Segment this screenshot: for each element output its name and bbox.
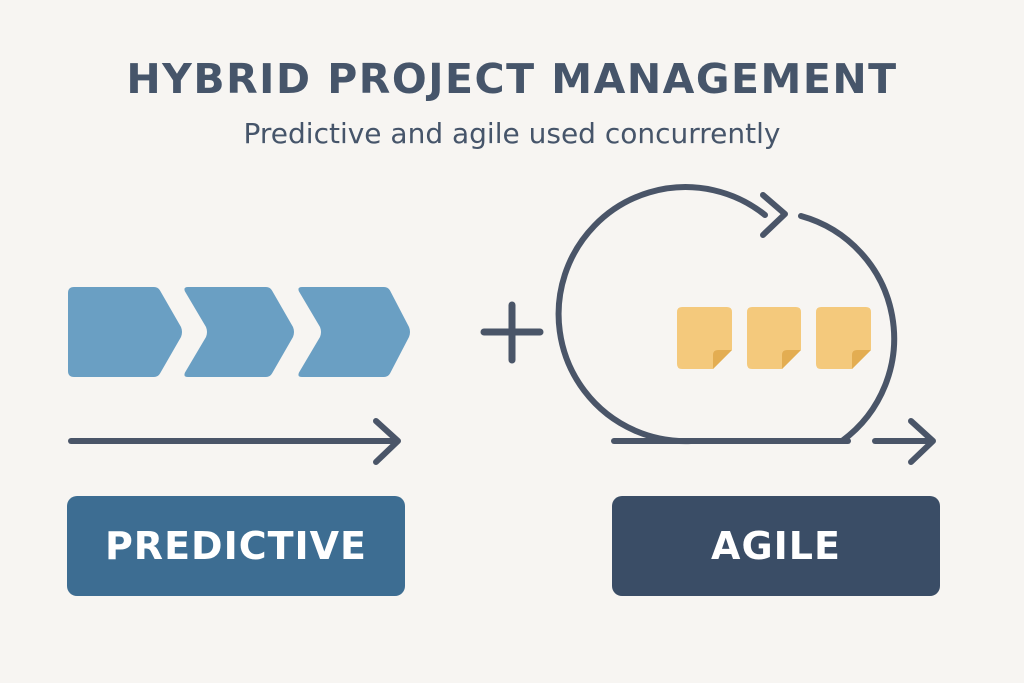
predictive-phase-1 — [68, 287, 182, 377]
agile-loop — [555, 184, 936, 465]
predictive-arrow — [68, 418, 401, 465]
page-subtitle: Predictive and agile used concurrently — [243, 117, 781, 150]
predictive-label-box: PREDICTIVE — [67, 496, 405, 596]
agile-card-1 — [677, 307, 732, 369]
plus-icon — [480, 301, 544, 364]
predictive-phases — [68, 287, 410, 377]
predictive-label: PREDICTIVE — [104, 524, 368, 568]
agile-card-2 — [747, 307, 801, 369]
page-title: HYBRID PROJECT MANAGEMENT — [126, 55, 898, 103]
agile-label-box: AGILE — [612, 496, 940, 596]
predictive-phase-2 — [184, 287, 294, 377]
predictive-phase-3 — [298, 287, 410, 377]
agile-card-3 — [816, 307, 871, 369]
agile-cards — [677, 307, 871, 369]
agile-label: AGILE — [711, 524, 841, 568]
